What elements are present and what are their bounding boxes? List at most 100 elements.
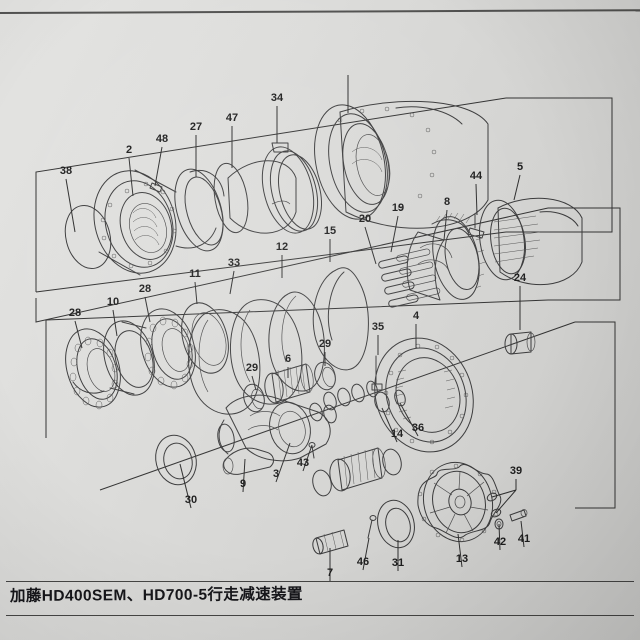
callout-layer: 3824827473454481920151233112810282443529… (60, 75, 530, 581)
callout-number: 29 (319, 338, 331, 350)
part-46-bolt (367, 515, 377, 539)
callout-number: 39 (510, 465, 522, 477)
leader-line (362, 537, 370, 571)
callout-number: 8 (444, 196, 450, 208)
callout-39: 39 (510, 465, 522, 490)
leader-line (443, 209, 448, 241)
part-2-hub-flange (93, 169, 177, 276)
part-1-drum-housing (314, 100, 489, 229)
part-8-carrier-gear (406, 212, 486, 301)
callout-number: 33 (228, 257, 240, 269)
group-frame-upper-right (506, 97, 613, 233)
callout-number: 27 (190, 121, 202, 133)
part-6-planet-gear-upper (264, 363, 314, 404)
callout-number: 6 (285, 353, 291, 365)
caption-rule-top (6, 581, 634, 582)
callout-number: 7 (327, 567, 333, 579)
leader-line (457, 533, 463, 568)
part-41-bolt (509, 509, 528, 522)
group-frame-middle-right (548, 207, 621, 301)
callout-28: 28 (139, 283, 151, 323)
callout-number: 41 (518, 533, 530, 545)
callout-number: 34 (271, 92, 284, 104)
callout-number: 48 (156, 133, 168, 145)
callout-41: 41 (518, 520, 530, 548)
callout-number: 24 (514, 272, 527, 284)
callout-33: 33 (228, 257, 240, 295)
part-13-cover-plate (417, 461, 502, 543)
callout-number: 10 (107, 296, 119, 308)
callout-number: 3 (273, 468, 279, 480)
part-34-retaining-ring (261, 142, 322, 234)
leader-line (65, 178, 76, 233)
part-5-ring-gear (479, 197, 583, 286)
group-frame-lower-top (99, 321, 576, 491)
leader-line (179, 463, 192, 509)
callout-42: 42 (494, 523, 506, 551)
callout-2: 2 (126, 144, 134, 197)
leader-line (475, 183, 478, 216)
callout-36: 36 (399, 402, 424, 437)
part-43-pin (308, 442, 316, 459)
callout-number: 14 (391, 428, 404, 440)
callout-15: 15 (324, 225, 336, 262)
part-washers-row (309, 380, 406, 424)
part-39-bolt-set (486, 489, 517, 518)
callout-5: 5 (513, 161, 523, 201)
group-frame-lower-right (575, 321, 616, 509)
callout-number: 38 (60, 165, 72, 177)
callout-number: 5 (517, 161, 523, 173)
part-10-spacer (103, 320, 155, 396)
leader-line (74, 320, 83, 349)
part-11-snap-ring (188, 309, 261, 415)
group-frame-middle-left (35, 207, 549, 323)
part-47-floating-seal (213, 160, 297, 234)
leader-line (229, 270, 235, 295)
callout-48: 48 (154, 133, 168, 187)
callout-number: 44 (470, 170, 483, 182)
leader-line (242, 458, 246, 493)
callout-29: 29 (246, 362, 258, 391)
callout-47: 47 (226, 112, 238, 168)
callout-number: 20 (359, 213, 371, 225)
leader-line (513, 174, 521, 201)
leader-line (251, 375, 257, 391)
callout-number: 42 (494, 536, 506, 548)
leader-line (194, 281, 198, 305)
callout-number: 28 (139, 283, 151, 295)
part-35-dowel-pin (371, 355, 383, 391)
part-9-shaft (222, 447, 274, 475)
diagram-caption: 加藤HD400SEM、HD700-5行走减速装置 (9, 585, 303, 605)
callout-7: 7 (327, 548, 333, 581)
callout-number: 13 (456, 553, 468, 565)
callout-number: 29 (246, 362, 258, 374)
part-28-bearing-left (65, 328, 121, 410)
leader-line (112, 309, 118, 337)
callout-30: 30 (179, 463, 197, 509)
leader-line (144, 296, 151, 323)
callout-20: 20 (359, 213, 377, 265)
callout-4: 4 (413, 310, 420, 348)
part-3-carrier-housing (217, 394, 331, 462)
callout-8: 8 (443, 196, 450, 241)
callout-12: 12 (276, 241, 288, 278)
callout-number: 30 (185, 494, 197, 506)
group-frame-upper-bottom (35, 231, 507, 293)
callout-13: 13 (456, 533, 468, 568)
callout-34: 34 (271, 92, 284, 143)
group-frame-middle-bottom (45, 299, 549, 438)
callout-number: 46 (357, 556, 369, 568)
leader-line (154, 146, 163, 187)
callout-9: 9 (240, 458, 246, 493)
callout-29: 29 (319, 338, 331, 366)
leader-line (390, 215, 399, 253)
part-6-planet-gear-lower (312, 447, 402, 497)
callout-3: 3 (273, 442, 291, 483)
callout-28: 28 (69, 307, 83, 349)
callout-number: 47 (226, 112, 238, 124)
callout-number: 28 (69, 307, 81, 319)
part-31-o-ring (377, 499, 415, 549)
caption-rule-bottom (6, 615, 634, 616)
leader-line (364, 226, 377, 265)
leader-line (520, 520, 525, 548)
